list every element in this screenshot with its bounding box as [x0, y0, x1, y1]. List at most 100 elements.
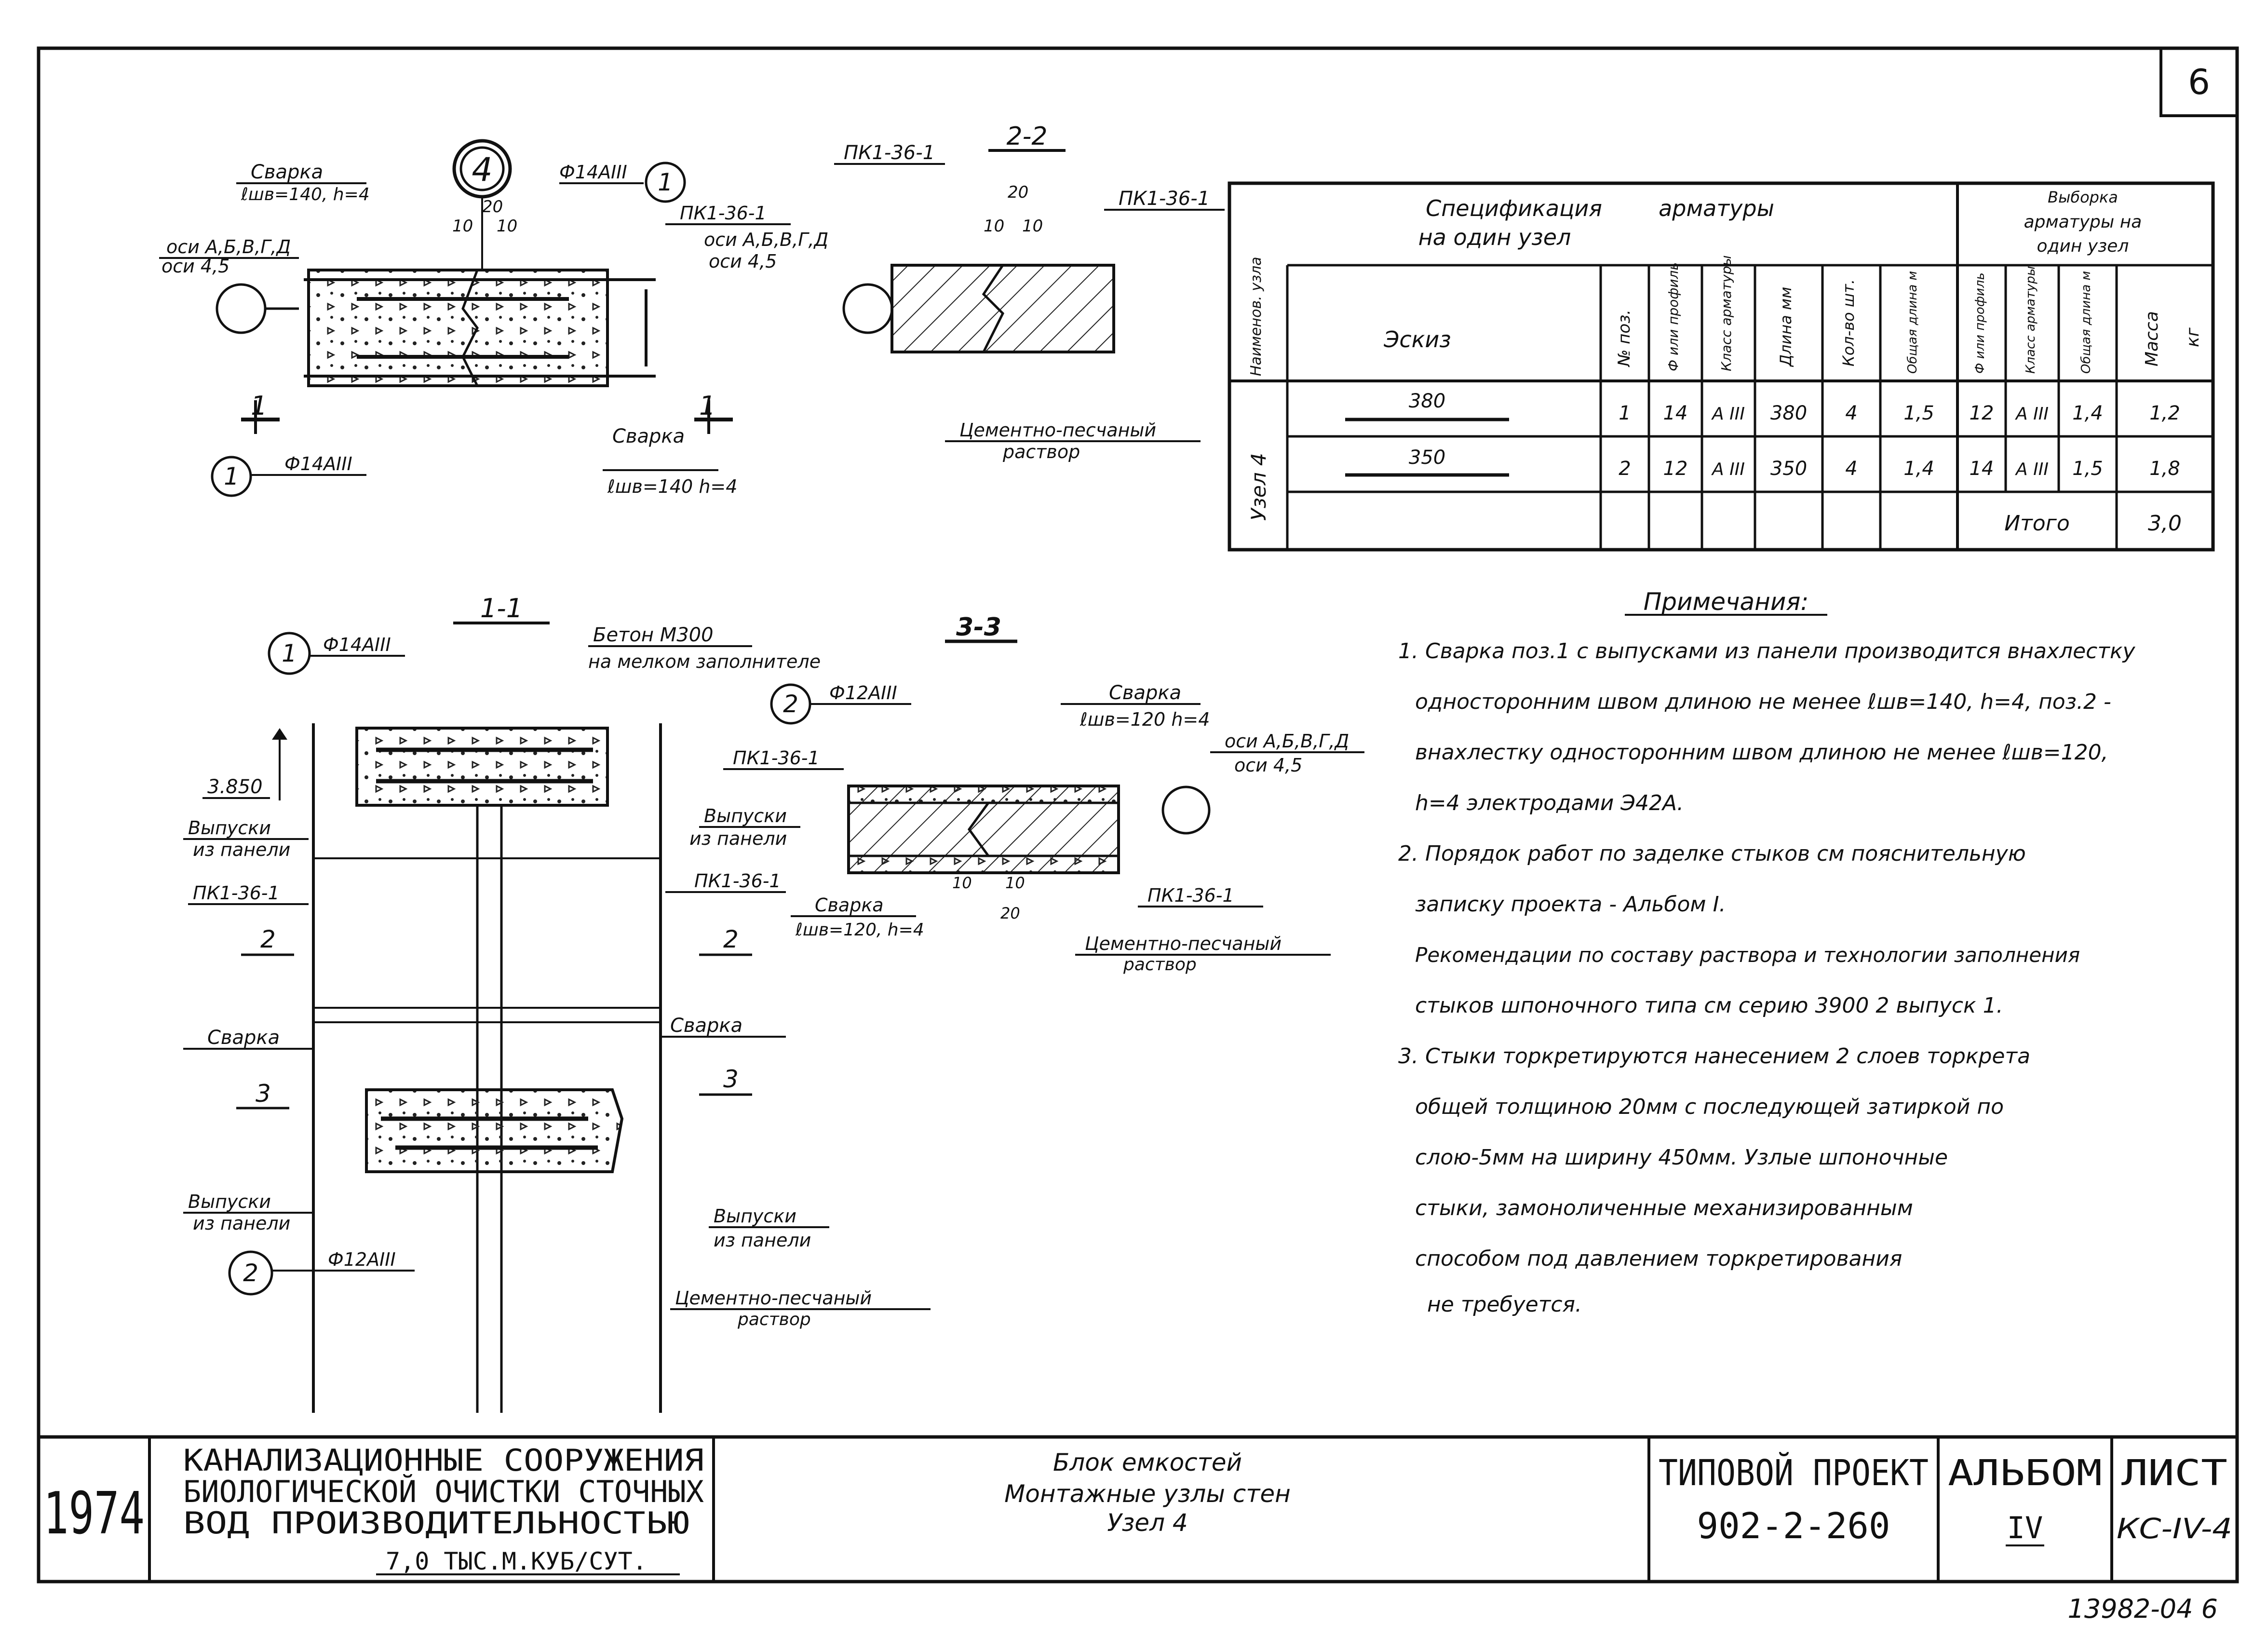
sheet-number: 6 [2188, 62, 2210, 102]
section-3-3: 3-3 2 Ф12АIII Сварка ℓшв=120 h=4 оси А,Б… [723, 613, 1364, 975]
axes-label-left-2: оси 4,5 [162, 256, 229, 277]
outlets-bl-2: из панели [193, 1213, 290, 1234]
title-block: 1974 КАНАЛИЗАЦИОННЫЕ СООРУЖЕНИЯ БИОЛОГИЧ… [39, 1435, 2237, 1624]
row2-sketch: 350 [1409, 447, 1445, 469]
outlets-br-1: Выпуски [714, 1205, 796, 1227]
section-1-1-title: 1-1 [480, 593, 523, 623]
welding-label: Сварка [251, 161, 323, 183]
note-line-14: не требуется. [1427, 1292, 1582, 1317]
row2-pos: 2 [1619, 458, 1631, 480]
row2-len: 350 [1770, 458, 1807, 480]
row2-d2: 14 [1970, 458, 1994, 480]
node-4-label: 4 [472, 151, 492, 189]
mortar-2-2-line1: Цементно-песчаный [959, 420, 1156, 441]
callout-1-bottom: 1 [224, 462, 239, 490]
spec-title-1: Спецификация [1426, 195, 1602, 221]
rebar-phi12-sec33: Ф12АIII [829, 682, 897, 704]
section-3-3-title: 3-3 [956, 613, 1001, 642]
note-line-11: слою-5мм на ширину 450мм. Узлые шпоночны… [1415, 1145, 1948, 1170]
hdr-pos: № поз. [1615, 310, 1634, 367]
project-label: ТИПОВОЙ ПРОЕКТ [1659, 1451, 1929, 1494]
hdr-kg: кг [2183, 327, 2203, 347]
section-2-2-title: 2-2 [1007, 122, 1048, 151]
dim-20: 20 [482, 197, 503, 217]
outlets-left-2: из панели [193, 839, 290, 860]
row1-d: 14 [1663, 402, 1688, 424]
row2-cls2: А III [2015, 460, 2049, 479]
weld-sec33-b: Сварка [815, 894, 884, 916]
note-line-9: 3. Стыки торкретируются нанесением 2 сло… [1398, 1044, 2030, 1069]
axes-sec33-1: оси А,Б,В,Г,Д [1225, 731, 1349, 752]
row2-cls: А III [1711, 460, 1745, 479]
spec-title-1b: арматуры [1659, 195, 1774, 221]
panel-sec11-right: ПК1-36-1 [694, 870, 781, 892]
panel-2-2-right: ПК1-36-1 [1119, 188, 1210, 210]
mark-2-left: 2 [260, 925, 276, 953]
axes-label-left-1: оси А,Б,В,Г,Д [166, 236, 291, 257]
outlets-bl-1: Выпуски [188, 1191, 271, 1212]
weld-right: Сварка [670, 1015, 742, 1037]
hdr-class-2: Класс арматуры [2024, 266, 2038, 374]
mortar-sec11-1: Цементно-песчаный [675, 1287, 872, 1309]
mark-3-right: 3 [723, 1065, 739, 1093]
row1-sketch: 380 [1409, 390, 1445, 412]
notes: Примечания: 1. Сварка поз.1 с выпусками … [1398, 588, 2136, 1317]
dim-10b: 10 [497, 217, 517, 236]
sheet-number-box [2159, 47, 2239, 117]
row2-total2: 1,5 [2072, 458, 2103, 480]
row2-d: 12 [1663, 458, 1688, 480]
weld-param-sec33: ℓшв=120 h=4 [1080, 709, 1210, 730]
mark-2-right: 2 [723, 925, 739, 953]
spec-title-2: на один узел [1418, 224, 1571, 250]
mortar-2-2-line2: раствор [1002, 441, 1080, 462]
rebar-phi14-2: Ф14АIII [284, 453, 352, 474]
dim-2-2-10b: 10 [1022, 217, 1043, 236]
outlets-br-2: из панели [714, 1230, 811, 1251]
panel-sec33-right: ПК1-36-1 [1147, 885, 1234, 906]
panel-sec11-left: ПК1-36-1 [193, 882, 280, 904]
panel-label: ПК1-36-1 [680, 203, 767, 224]
level-3850: 3.850 [207, 776, 263, 798]
panel-sec33-left: ПК1-36-1 [733, 747, 820, 769]
hdr-total: Общая длина м [1905, 271, 1920, 374]
sheet-value: КС-IV-4 [2117, 1512, 2232, 1545]
row2-mass: 1,8 [2149, 458, 2180, 480]
note-line-1: 1. Сварка поз.1 с выпусками из панели пр… [1398, 639, 2136, 664]
outlets-left-1: Выпуски [188, 817, 271, 839]
dim-sec33-10a: 10 [952, 874, 972, 892]
node-label: Узел 4 [1247, 453, 1270, 521]
panel-2-2-left: ПК1-36-1 [844, 142, 935, 164]
hdr-total-2: Общая длина м [2079, 271, 2093, 374]
outlets-right-1: Выпуски [704, 805, 787, 826]
outlets-right-2: из панели [689, 828, 787, 849]
callout-1-top: 1 [658, 168, 673, 196]
hdr-profile: Ф или профиль [1665, 262, 1681, 371]
hdr-mass: Масса [2142, 311, 2162, 366]
dim-10a: 10 [452, 217, 473, 236]
row1-len: 380 [1770, 402, 1807, 424]
hdr-sketch: Эскиз [1383, 326, 1451, 352]
concrete-line1: Бетон М300 [593, 624, 714, 646]
hdr-class: Класс арматуры [1718, 255, 1734, 371]
total-label: Итого [2004, 511, 2070, 536]
dim-sec33-20: 20 [1000, 904, 1020, 922]
row1-cls: А III [1711, 404, 1745, 424]
rebar-phi14: Ф14АIII [559, 162, 627, 183]
org-line-3: ВОД ПРОИЗВОДИТЕЛЬНОСТЬЮ [183, 1505, 689, 1541]
callout-1-sec11: 1 [282, 639, 297, 667]
sample-title-1: Выборка [2048, 188, 2118, 206]
mortar-sec33-2: раствор [1123, 955, 1197, 975]
welding-label-2: Сварка [612, 425, 685, 447]
note-line-12: стыки, замоноличенные механизированным [1415, 1196, 1913, 1220]
notes-title: Примечания: [1644, 588, 1809, 616]
year: 1974 [43, 1480, 145, 1547]
row1-pos: 1 [1619, 402, 1631, 424]
callout-2-sec11: 2 [243, 1259, 258, 1287]
axes-label-right-2: оси 4,5 [709, 251, 777, 272]
album-value: IV [2007, 1510, 2043, 1545]
weld-left: Сварка [207, 1027, 280, 1049]
hdr-qty: Кол-во шт. [1839, 279, 1858, 366]
top-detail: 4 1 1 1 1 Сварка ℓшв=140, h=4 Ф14АIII ПК… [159, 139, 828, 497]
note-line-4: h=4 электродами Э42А. [1415, 791, 1684, 815]
